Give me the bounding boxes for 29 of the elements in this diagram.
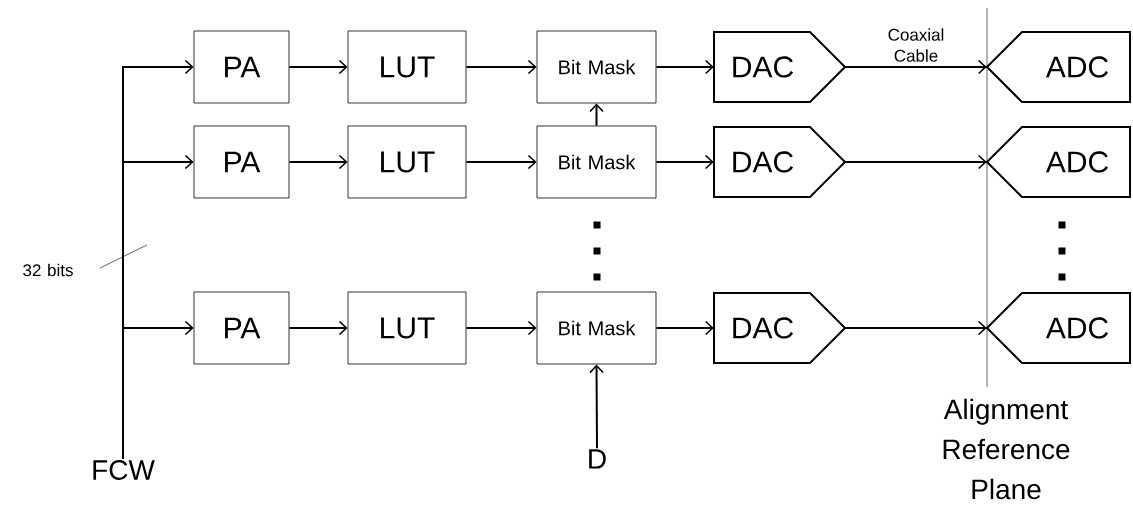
signal-label: FCW: [93, 460, 155, 480]
arrow: [288, 59, 348, 75]
block-box: PA: [193, 30, 290, 104]
arrow: [844, 59, 987, 75]
block-box: LUT: [347, 125, 467, 199]
edge-label: Coaxial Cable: [875, 27, 957, 63]
arrow: [655, 320, 714, 336]
arrow: [655, 154, 714, 170]
annotation-label: 32 bits: [23, 263, 73, 277]
annotation-label: Alignment Reference Plane: [943, 398, 1070, 500]
signal-label: D: [589, 449, 606, 469]
block-box: LUT: [347, 30, 467, 104]
arrow: [465, 320, 537, 336]
block-box: Bit Mask: [536, 125, 657, 199]
arrow: [589, 364, 604, 450]
arrow: [465, 154, 537, 170]
arrow: [122, 320, 194, 460]
arrow: [844, 320, 987, 336]
arrow: [288, 320, 348, 336]
arrow: [288, 154, 348, 170]
block-box: Bit Mask: [536, 291, 657, 365]
arrow: [655, 59, 714, 75]
block-box: LUT: [347, 291, 467, 365]
block-box: PA: [193, 125, 290, 199]
arrow: [589, 103, 604, 127]
block-box: PA: [193, 291, 290, 365]
block-box: Bit Mask: [536, 30, 657, 104]
arrow: [465, 59, 537, 75]
arrow: [844, 154, 987, 170]
